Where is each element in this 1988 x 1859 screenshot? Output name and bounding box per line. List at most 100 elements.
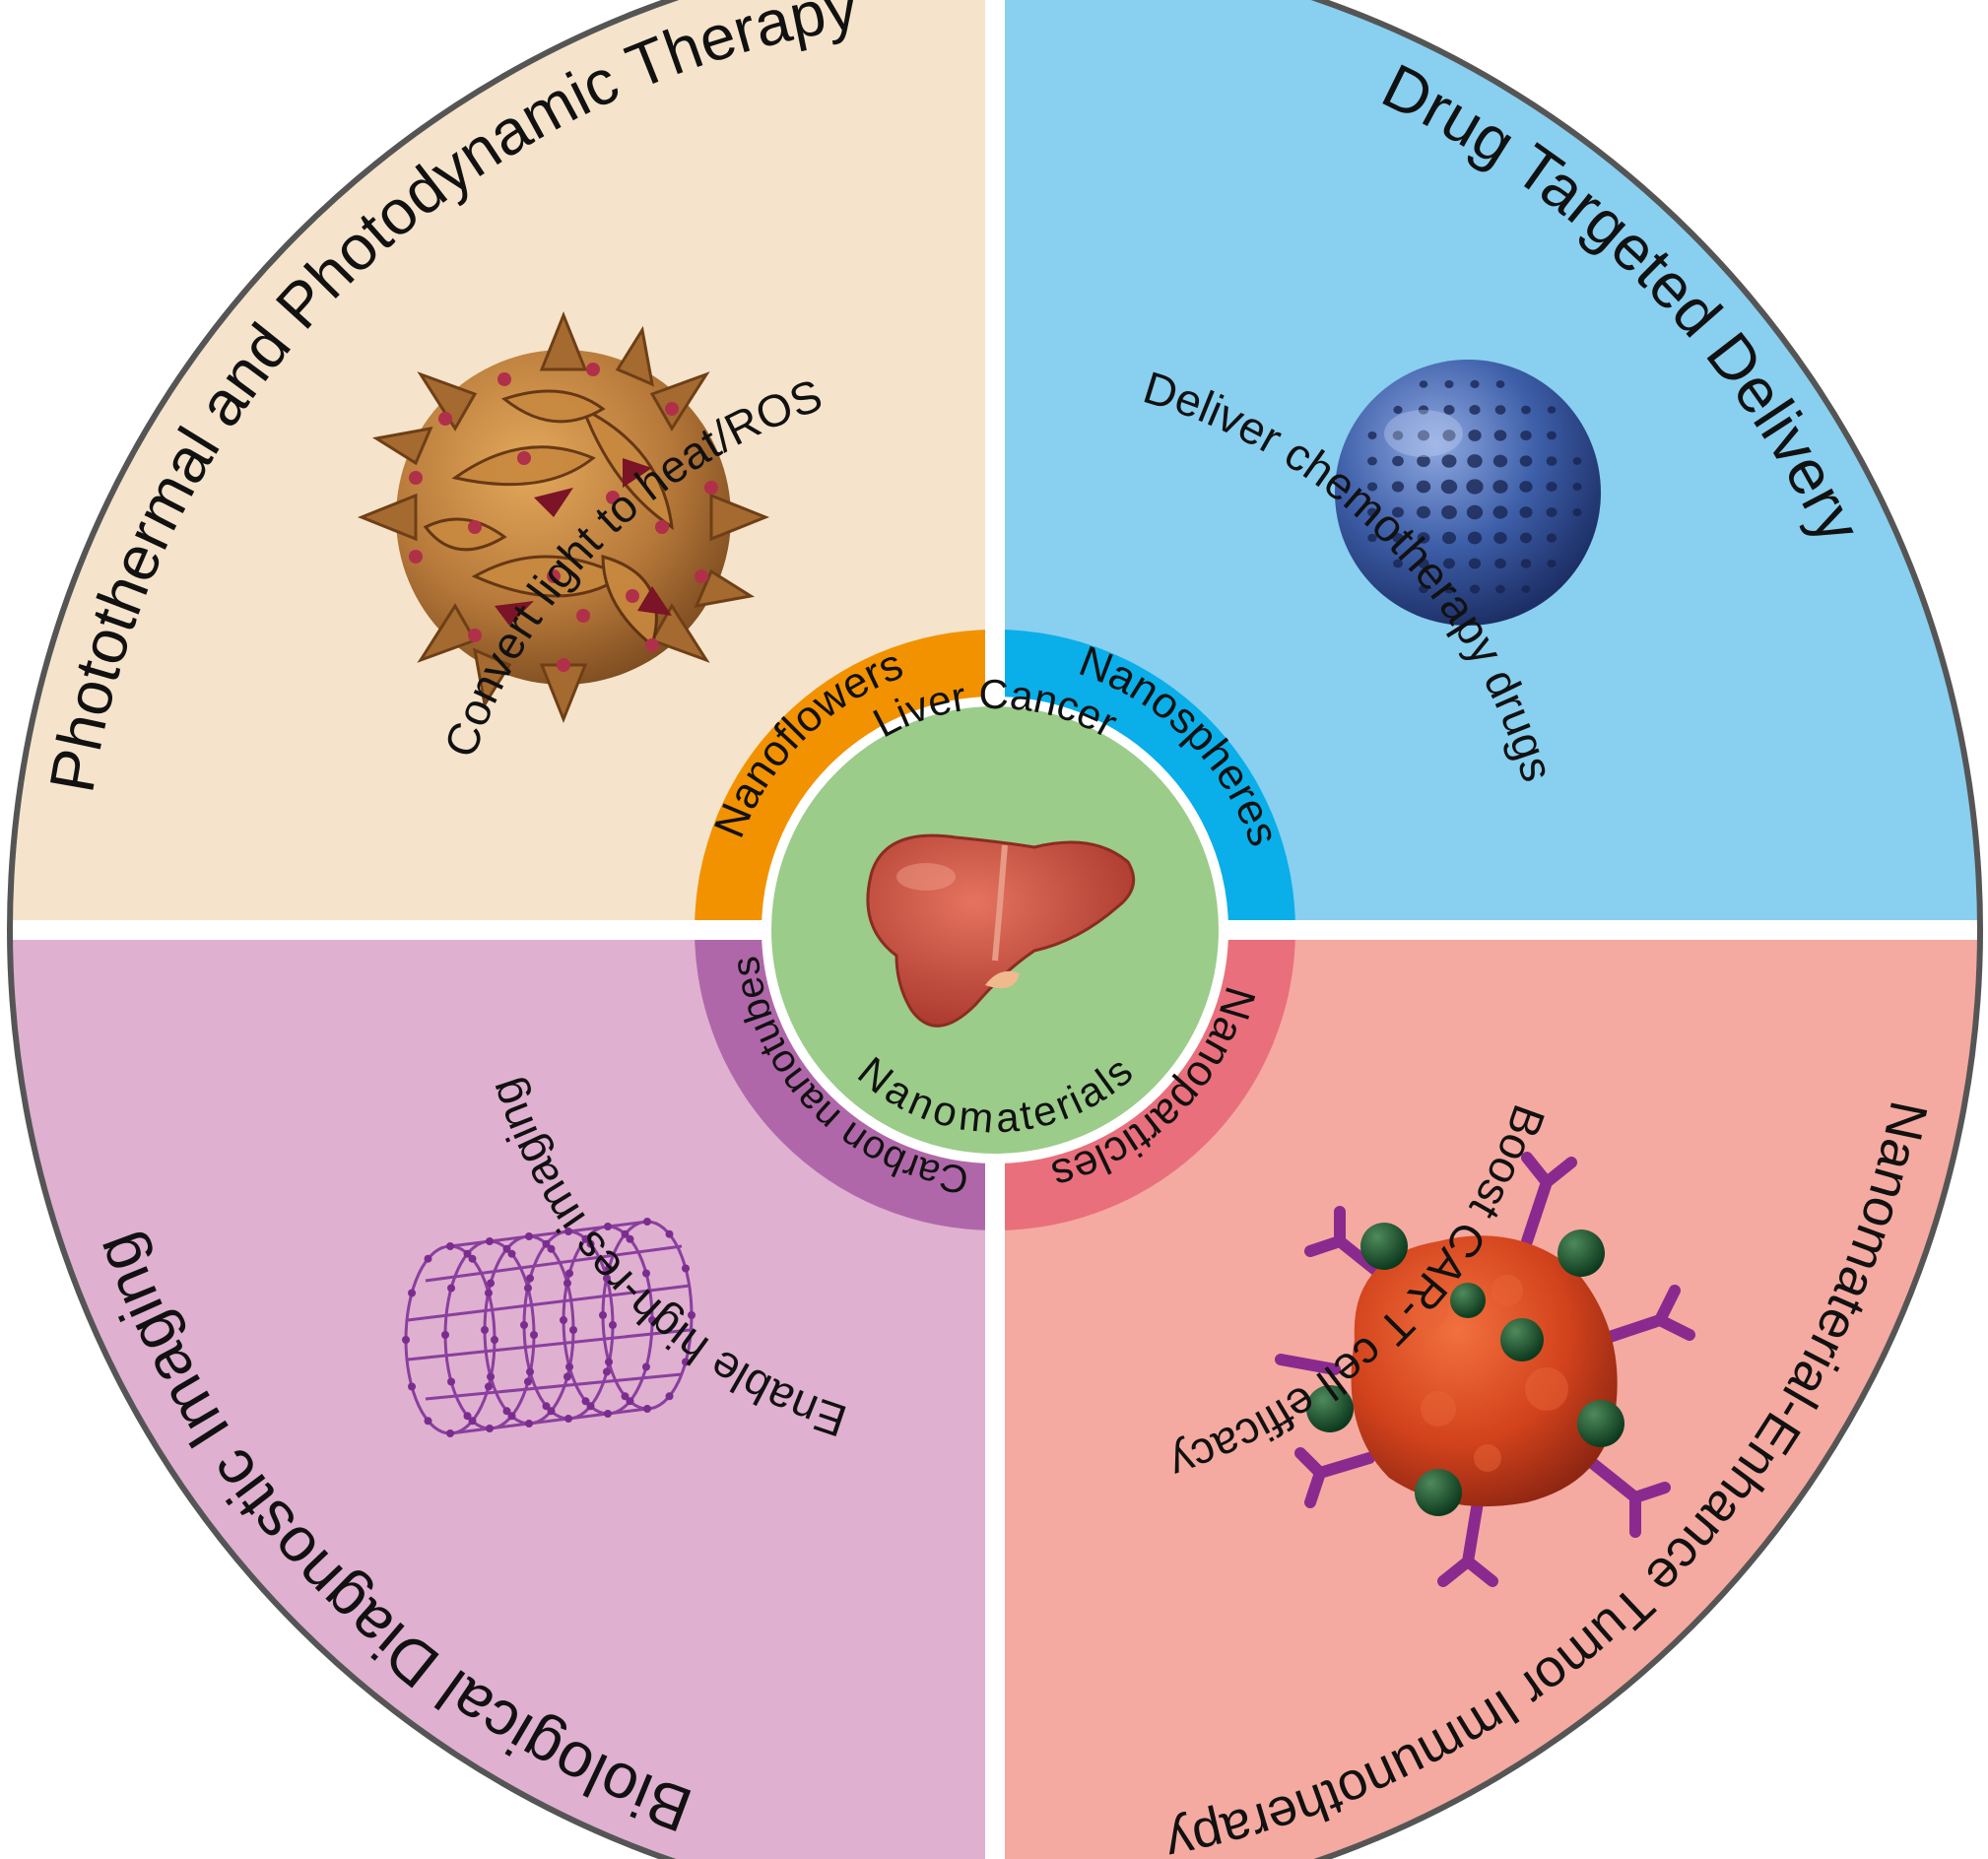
sphere-pore [1494,558,1506,569]
nanotube-atom [507,1249,516,1258]
sphere-pore [1443,584,1455,594]
nanotube-atom [507,1412,516,1421]
nanotube-atom [569,1326,577,1334]
nanotube-atom [565,1362,574,1371]
nanotube-atom [486,1425,494,1432]
nanotube-atom [530,1331,538,1339]
nanotube-atom [487,1372,496,1381]
sphere-pore [1519,455,1533,467]
sphere-pore [1572,457,1582,465]
sphere-pore [1442,558,1456,569]
sphere-pore [1467,454,1483,468]
nanotube-atom [502,1407,511,1416]
sphere-pore [1441,531,1457,545]
sphere-pore [1495,584,1505,594]
sphere-pore [1366,507,1378,517]
nanotube-atom [441,1331,449,1339]
sphere-pore [1393,559,1403,568]
sphere-pore [1467,531,1483,545]
sphere-pore [1443,405,1455,415]
nanotube-atom [599,1311,607,1319]
sphere-pore [1367,456,1377,466]
sphere-pore [1492,480,1508,494]
sphere-pore [1519,532,1533,544]
sphere-pore [1419,584,1428,594]
nanotube-atom [502,1244,511,1253]
sphere-pore [1520,559,1532,568]
nanotube-atom [486,1237,494,1245]
sphere-pore [1468,558,1482,569]
sphere-pore [1366,482,1378,492]
sphere-pore [1493,430,1507,441]
sphere-pore [1470,379,1480,389]
nanotube-atom [525,1420,533,1427]
nanotube-atom [581,1397,590,1406]
nanotube-atom [542,1402,551,1411]
nanotube-atom [605,1358,614,1366]
nanotube-atom [641,1269,650,1278]
sphere-pore [1392,431,1404,440]
nanotube-atom [547,1244,556,1253]
nanotube-atom [484,1382,493,1391]
divider-bottom [985,1159,1005,1859]
nanotube-atom [463,1249,472,1258]
sphere-pore [1572,508,1582,516]
nanotube-atom [424,1417,432,1426]
sphere-pore [1521,405,1531,415]
nanotube-atom [523,1377,532,1386]
sphere-pore [1546,482,1557,492]
sphere-pore [1572,482,1582,492]
nanotube-atom [605,1264,614,1273]
nanotube-atom [626,1397,634,1406]
nanotube-atom [446,1242,454,1250]
nanotube-atom [526,1367,535,1376]
sphere-pore [1520,430,1532,441]
sphere-pore [1419,380,1428,388]
nanotube-atom [402,1336,410,1344]
sphere-pore [1466,504,1484,520]
sphere-pore [1494,405,1506,415]
nanotube-atom [523,1284,532,1293]
nanotube-atom [564,1415,572,1423]
nanotube-atom [602,1274,611,1283]
nanotube-atom [604,1223,612,1230]
nanotube-atom [581,1234,590,1243]
sphere-pore [1392,533,1404,543]
sphere-pore [1367,432,1377,439]
sphere-pore [1392,455,1404,467]
nanotube-atom [463,1412,472,1421]
nanotube-atom [424,1254,432,1263]
nanotube-atom [648,1316,656,1324]
nanotube-atom [643,1218,651,1226]
nanotube-atom [547,1407,556,1416]
nanotube-atom [468,1254,477,1263]
nanotube-atom [586,1402,595,1411]
nanotube-atom [491,1336,498,1344]
divider-top [985,0,1005,701]
nanotube-atom [560,1316,567,1324]
nanotube-atom [621,1392,630,1401]
nanotube-atom [626,1234,634,1243]
sphere-pore [1442,430,1456,441]
sphere-pore [1466,479,1484,495]
nanotube-atom [586,1239,595,1248]
nanotube-atom [563,1372,571,1381]
sphere-pore [1391,506,1405,518]
nanotube-atom [564,1228,572,1235]
sphere-pore [1441,454,1457,468]
nanotube-atom [520,1321,528,1329]
sphere-pore [1393,405,1403,415]
sphere-pore [1493,532,1507,544]
carbon-nanotube-icon [402,1218,696,1437]
sphere-pore [1495,380,1505,388]
sphere-pore [1492,505,1508,519]
sphere-pore [1519,506,1533,518]
sphere-pore [1444,379,1454,389]
nanotube-atom [565,1269,574,1278]
nanotube-atom [447,1377,456,1386]
nanotube-atom [468,1417,477,1426]
sphere-pore [1418,559,1429,568]
nanotube-atom [621,1229,630,1238]
sphere-pore [1469,404,1481,416]
